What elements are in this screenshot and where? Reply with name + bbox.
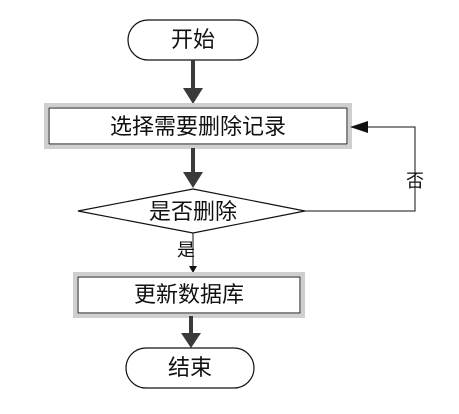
update-db-node: 更新数据库 — [73, 272, 305, 318]
yes-branch-label: 是 — [177, 240, 195, 261]
end-node: 结束 — [125, 347, 255, 389]
decision-node: 是否删除 — [77, 188, 306, 234]
update-db-label: 更新数据库 — [134, 283, 244, 308]
decision-label: 是否删除 — [149, 200, 237, 225]
arrow-start-to-select — [183, 60, 203, 104]
no-branch: 否 — [305, 121, 424, 212]
yes-branch: 是 — [177, 233, 197, 273]
start-label: 开始 — [171, 28, 215, 53]
end-label: 结束 — [168, 356, 212, 381]
start-node: 开始 — [127, 19, 259, 61]
no-branch-label: 否 — [406, 171, 424, 192]
select-record-node: 选择需要删除记录 — [44, 103, 352, 149]
arrow-select-to-decision — [183, 148, 203, 188]
arrow-update-to-end — [181, 316, 201, 348]
select-record-label: 选择需要删除记录 — [110, 115, 286, 140]
